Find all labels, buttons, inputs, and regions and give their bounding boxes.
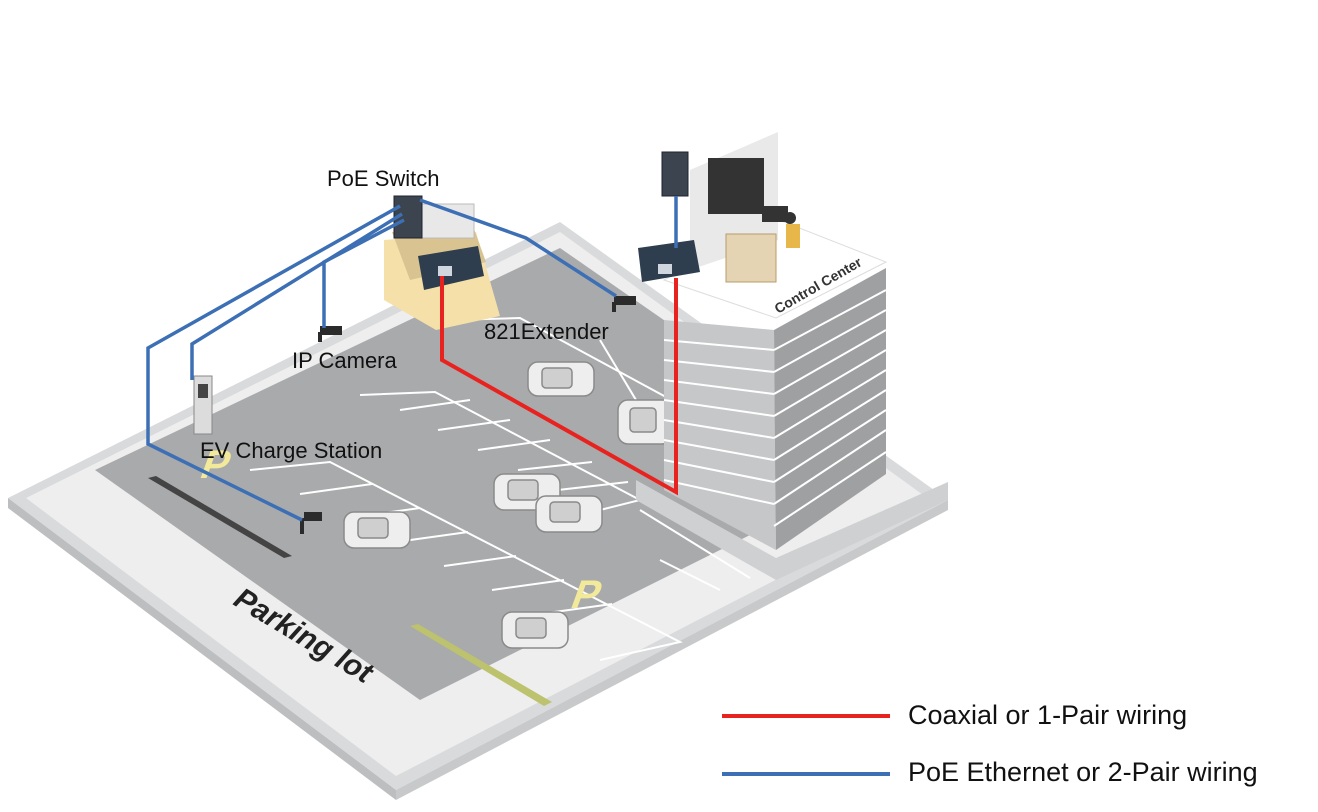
label-ev-charge-station: EV Charge Station [200, 438, 383, 463]
label-extender: 821Extender [484, 319, 609, 344]
ev-charge-station [193, 375, 213, 435]
coax-wiring [440, 276, 678, 496]
legend-text-ethernet: PoE Ethernet or 2-Pair wiring [908, 757, 1258, 787]
green-curb [410, 624, 552, 706]
extender-device-building [638, 240, 700, 282]
car-2 [617, 399, 673, 445]
operator-desk [725, 233, 777, 283]
ip-cameras [300, 296, 636, 534]
parked-cars [343, 361, 673, 649]
camera-2-icon [612, 296, 636, 312]
camera-3-icon [300, 512, 322, 534]
car-6 [501, 611, 569, 649]
label-ip-camera: IP Camera [292, 348, 397, 373]
top-switch-device [661, 151, 689, 197]
car-4 [535, 495, 603, 533]
legend-line-ethernet [722, 772, 890, 776]
label-poe-switch: PoE Switch [327, 166, 440, 191]
video-wall [708, 158, 764, 214]
control-center-building [636, 132, 948, 580]
car-1 [527, 361, 595, 397]
car-5 [343, 511, 411, 549]
dark-curb [148, 476, 292, 558]
devices [193, 151, 700, 435]
ethernet-wiring [146, 196, 678, 522]
legend-line-coax [722, 714, 890, 718]
camera-1-icon [318, 326, 342, 342]
extender-device-booth [418, 246, 484, 290]
legend-text-coax: Coaxial or 1-Pair wiring [908, 700, 1188, 730]
